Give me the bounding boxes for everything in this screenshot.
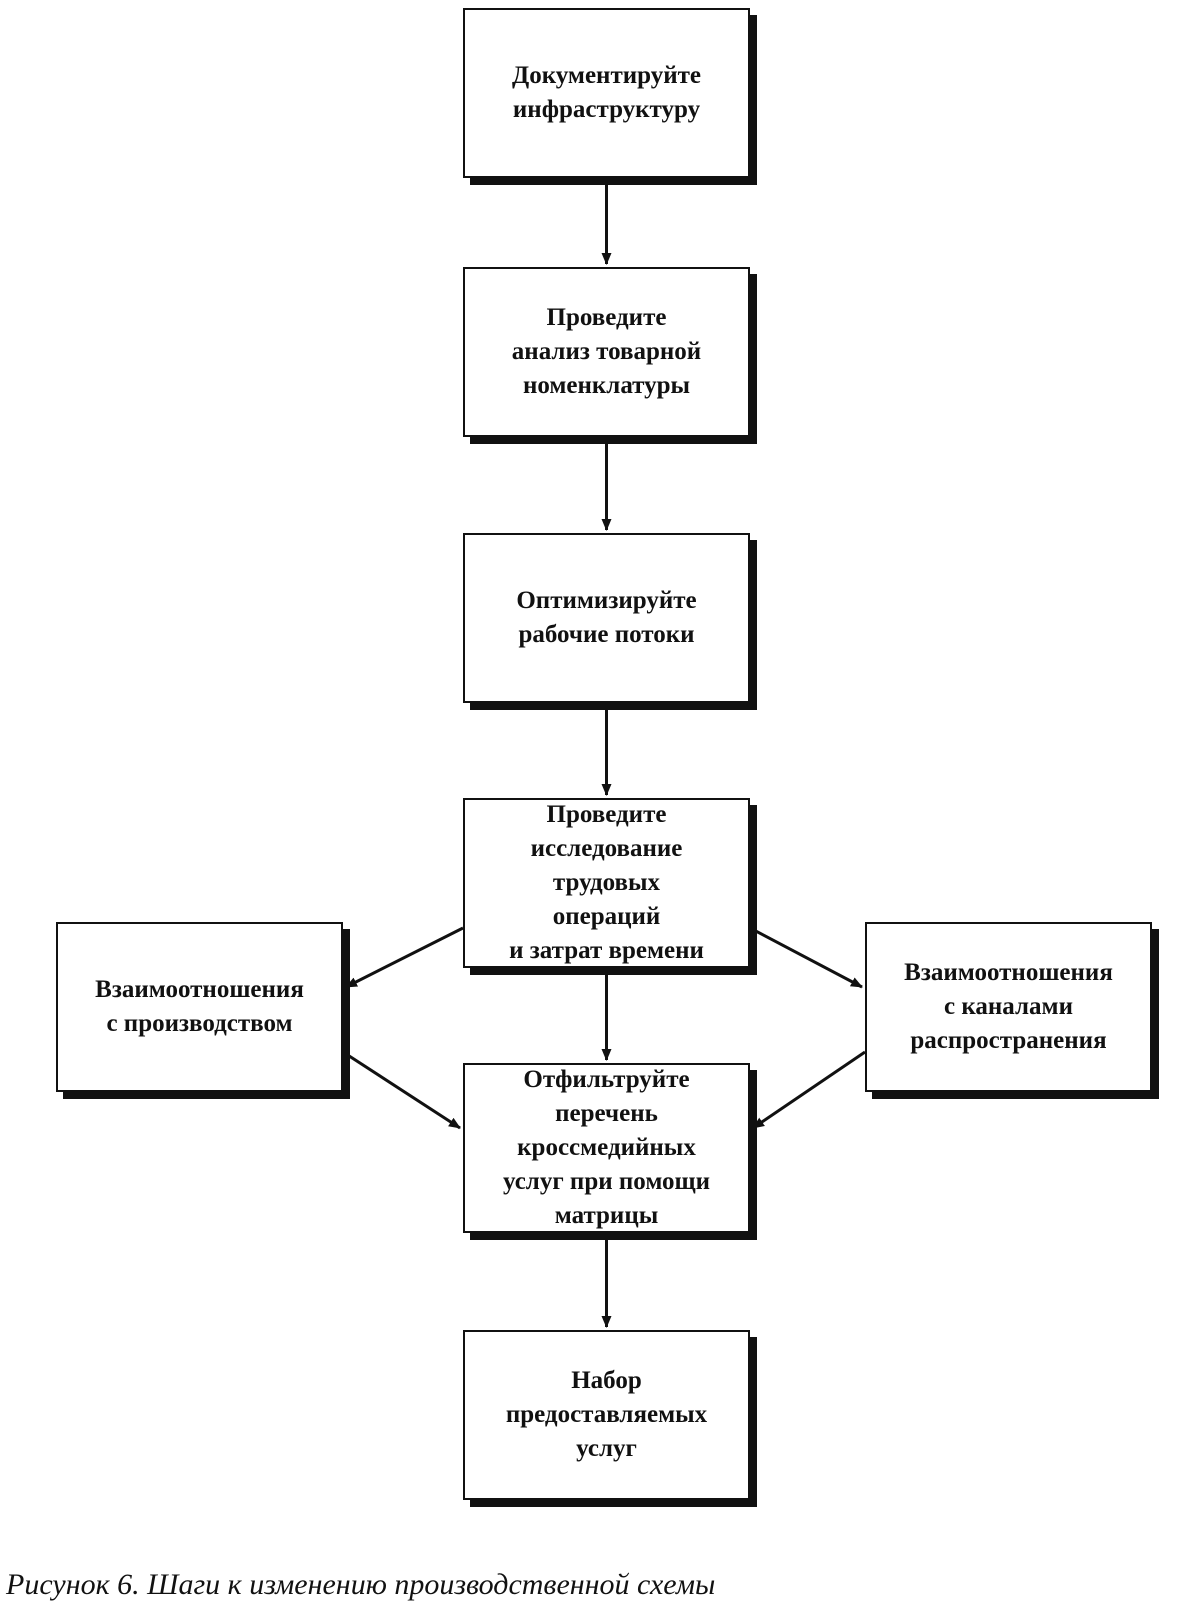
arrow-time-motion-study-to-channel-relations	[749, 926, 863, 989]
figure-caption: Рисунок 6. Шаги к изменению производстве…	[6, 1568, 716, 1601]
step-channel-relations: Взаимоотношения с каналами распространен…	[865, 922, 1152, 1092]
step-service-set: Набор предоставляемых услуг	[463, 1330, 750, 1500]
arrow-production-relations-to-filter-crossmedia	[342, 1050, 461, 1130]
step-document-infrastructure: Документируйте инфраструктуру	[463, 8, 750, 178]
step-analyze-product-range: Проведите анализ товарной номенклатуры	[463, 267, 750, 437]
arrow-time-motion-study-to-production-relations	[345, 926, 464, 989]
step-time-motion-study: Проведите исследование трудовых операций…	[463, 798, 750, 968]
step-filter-crossmedia: Отфильтруйте перечень кроссмедийных услу…	[463, 1063, 750, 1233]
step-optimize-workflows: Оптимизируйте рабочие потоки	[463, 533, 750, 703]
arrow-channel-relations-to-filter-crossmedia	[752, 1050, 866, 1130]
step-production-relations: Взаимоотношения с производством	[56, 922, 343, 1092]
